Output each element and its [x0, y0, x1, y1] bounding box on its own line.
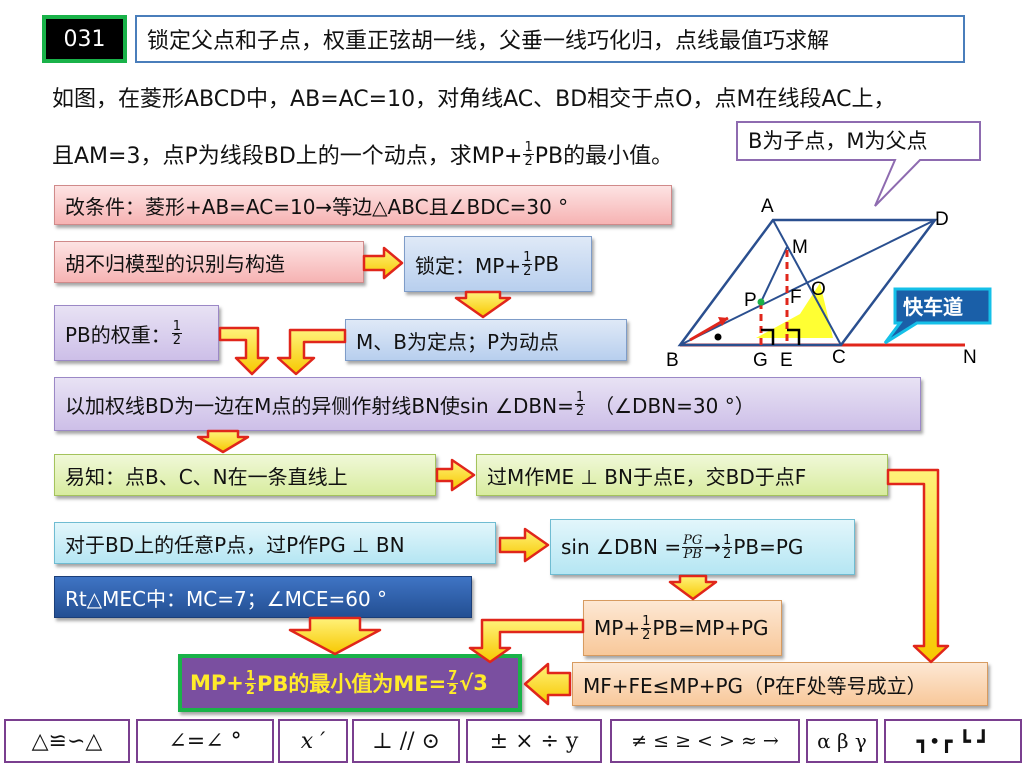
callout-text: B为子点，M为父点 [748, 129, 928, 153]
arrow-right [435, 458, 476, 492]
label-N: N [963, 347, 977, 368]
label-O: O [811, 279, 826, 300]
toolbar-variable-symbols[interactable]: x ′ [278, 719, 348, 763]
condition-box: 改条件：菱形+AB=AC=10→等边△ABC且∠BDC=30 ° [54, 185, 672, 225]
rhombus-diagram: A D M P F O B G E C N [666, 196, 977, 371]
label-A: A [761, 196, 774, 217]
problem-number-badge: 031 [42, 15, 127, 63]
fixed-points-box: M、B为定点；P为动点 [345, 319, 627, 361]
toolbar-greek-symbols[interactable]: α β γ [806, 719, 878, 763]
label-B: B [666, 350, 679, 371]
problem-line-2b: PB的最小值。 [534, 144, 674, 169]
any-p-box: 对于BD上的任意P点，过P作PG ⊥ BN [54, 522, 496, 564]
problem-line-2a: 且AM=3，点P为线段BD上的一个动点，求MP+ [52, 144, 523, 169]
inequality-box: MF+FE≤MP+PG（P在F处等号成立） [572, 662, 988, 706]
arrow-right [498, 527, 550, 563]
page-title-text: 锁定父点和子点，权重正弦胡一线，父垂一线巧化归，点线最值巧求解 [147, 29, 830, 54]
toolbar-bracket-symbols[interactable]: ┓•┏ ┗ ┛ [884, 719, 1022, 763]
rt-triangle-box: Rt△MEC中：MC=7；∠MCE=60 ° [54, 576, 472, 618]
arrow-right [362, 246, 404, 280]
toolbar-operator-symbols[interactable]: ± × ÷ y [466, 719, 602, 763]
toolbar-congruence-symbols[interactable]: △≌∽△ [4, 719, 130, 763]
collinear-box: 易知：点B、C、N在一条直线上 [54, 454, 436, 496]
label-P: P [744, 290, 757, 311]
arrow-bent [886, 468, 950, 664]
toolbar-perpendicular-symbols[interactable]: ⊥ // ⊙ [352, 719, 460, 763]
arrow-down [454, 290, 512, 319]
arrow-left [523, 662, 572, 706]
label-D: D [935, 209, 949, 230]
arrow-down [668, 574, 718, 601]
perpendicular-box: 过M作ME ⊥ BN于点E，交BD于点F [476, 454, 888, 496]
arrow-down [288, 616, 382, 656]
model-box: 胡不归模型的识别与构造 [54, 241, 364, 283]
express-tag [883, 287, 992, 345]
toolbar-angle-symbols[interactable]: ∠=∠ ° [136, 719, 274, 763]
problem-number: 031 [63, 26, 106, 52]
express-text: 快车道 [903, 295, 963, 319]
label-M: M [792, 237, 808, 258]
callout-bubble [736, 121, 981, 207]
arrow-bent [276, 328, 347, 376]
label-F: F [790, 287, 802, 308]
problem-line-1: 如图，在菱形ABCD中，AB=AC=10，对角线AC、BD相交于点O，点M在线段… [52, 87, 896, 112]
arrow-down [196, 429, 250, 454]
toolbar-relation-symbols[interactable]: ≠ ≤ ≥ < > ≈ → [610, 719, 800, 763]
label-E: E [780, 350, 793, 371]
arrow-bent [218, 326, 270, 376]
page-title: 锁定父点和子点，权重正弦胡一线，父垂一线巧化归，点线最值巧求解 [135, 15, 965, 63]
label-C: C [832, 347, 846, 368]
label-G: G [753, 350, 768, 371]
